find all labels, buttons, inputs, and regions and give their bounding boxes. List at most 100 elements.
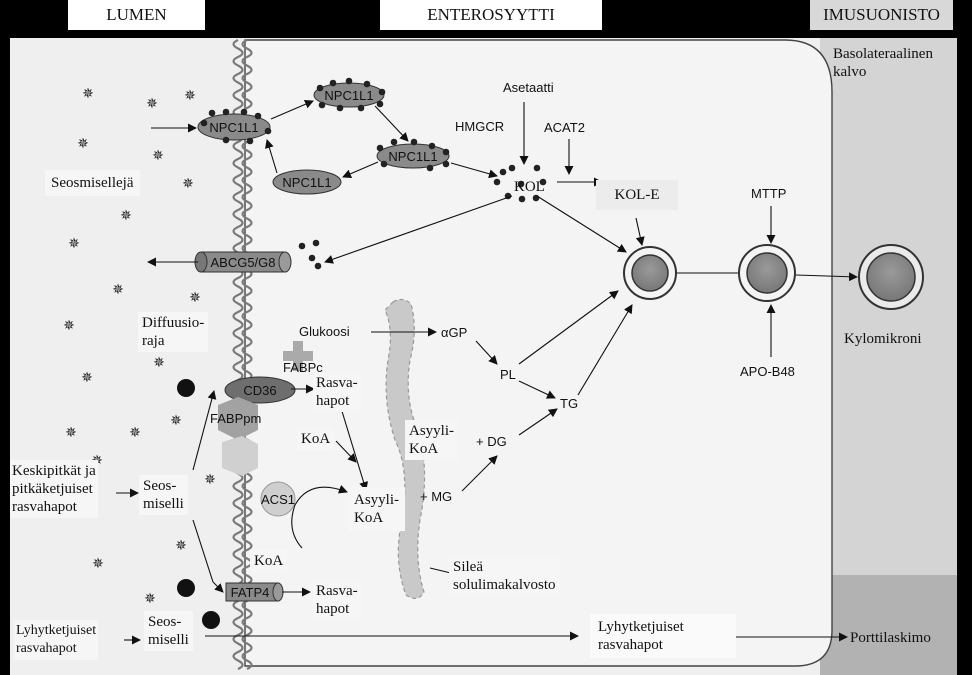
cholesterol-dot <box>318 101 326 109</box>
left-border <box>0 0 10 675</box>
arrow-fa-to-acylcoa <box>340 407 368 491</box>
line-micelle-to-b <box>192 519 214 583</box>
micelle-star: ✵ <box>65 425 77 441</box>
micelle-star: ✵ <box>204 472 216 488</box>
arrow-dg-to-tg <box>518 408 558 436</box>
abcg5-g8-label: ABCG5/G8 <box>210 255 275 270</box>
arrow-micelle-to-cd36 <box>192 390 217 471</box>
fatp4-label: FATP4 <box>231 585 270 600</box>
cholesterol-dot <box>442 148 450 156</box>
pl-label: PL <box>500 367 516 382</box>
cholesterol-dot <box>345 77 353 85</box>
micelle-star: ✵ <box>81 370 93 386</box>
fatp4-transporter: FATP4 <box>225 582 284 602</box>
enterocyte-header: ENTEROSYYTTI <box>380 0 602 30</box>
micelle-star: ✵ <box>63 318 75 334</box>
cholesterol-dot <box>312 239 320 247</box>
npc1l1-c: NPC1L1 <box>376 143 450 169</box>
arrow-npc-c-to-kol <box>450 162 498 179</box>
micelle-star: ✵ <box>68 236 80 252</box>
dg-label: + DG <box>476 434 507 449</box>
micelle-star: ✵ <box>175 538 187 554</box>
lipoprotein-particle-2 <box>738 244 796 302</box>
micelle-star: ✵ <box>144 591 156 607</box>
cholesterol-dot <box>378 88 386 96</box>
arrow-npc-d-to-a <box>265 139 278 174</box>
acetate-label: Asetaatti <box>503 80 554 95</box>
apical-membrane-outer <box>232 38 244 671</box>
svg-text:C: C <box>206 612 216 627</box>
cholesterol-dot <box>442 160 450 168</box>
arrow-pl-to-tg <box>518 380 556 399</box>
micelle-star: ✵ <box>189 290 201 306</box>
marker-b: B <box>177 579 195 597</box>
micelle-c-label: Seos-miselli <box>144 611 193 651</box>
cd36-label: CD36 <box>243 383 276 398</box>
acyl-coa-center-label: Asyyli-KoA <box>348 487 405 531</box>
svg-text:B: B <box>181 580 190 595</box>
acat2-label: ACAT2 <box>544 120 585 135</box>
micelle-star: ✵ <box>182 176 194 192</box>
micelle-star: ✵ <box>129 425 141 441</box>
portal-vein-label: Porttilaskimo <box>850 630 931 646</box>
arrow-npc-c-to-d <box>342 161 379 178</box>
cholesterol-dot <box>246 137 254 145</box>
fatty-acids-top-label: Rasva-hapot <box>313 372 361 412</box>
mg-label: + MG <box>420 489 452 504</box>
fatty-acids-bottom-label: Rasva-hapot <box>313 580 361 620</box>
cholesterol-dot <box>308 254 316 262</box>
mttp-label: MTTP <box>751 186 786 201</box>
npc1l1-c-label: NPC1L1 <box>388 149 437 164</box>
hexagon-decor <box>222 436 258 476</box>
hmgcr-label: HMGCR <box>455 119 504 134</box>
micelle-star: ✵ <box>152 148 164 164</box>
fabpc-label: FABPc <box>283 360 323 375</box>
npc1l1-d: NPC1L1 <box>272 169 342 195</box>
npc1l1-b: NPC1L1 <box>313 82 385 108</box>
arrow-npc-a-to-b <box>270 100 314 120</box>
cholesterol-dot <box>357 104 365 112</box>
lymph-region <box>820 38 957 675</box>
cholesterol-dot <box>517 180 525 188</box>
npc1l1-b-label: NPC1L1 <box>324 88 373 103</box>
npc1l1-a-label: NPC1L1 <box>209 120 258 135</box>
arrow-agp-to-pl <box>475 340 498 365</box>
lymph-header: IMUSUONISTO <box>810 0 953 30</box>
arrow-mg-to-dg <box>461 455 498 492</box>
micelle-star: ✵ <box>82 86 94 102</box>
cholesterol-label: KOL <box>514 179 545 195</box>
cholesterol-dot <box>314 262 322 270</box>
acs1-enzyme: ACS1 <box>260 481 296 517</box>
arrow-to-chylomicron <box>795 272 858 282</box>
coa-label-2: KoA <box>250 550 288 572</box>
cholesterol-dot <box>329 79 337 87</box>
cholesterol-dot <box>254 112 262 120</box>
npc1l1-a: NPC1L1 <box>197 113 271 141</box>
arrow-to-fatp4 <box>212 581 224 593</box>
arrows <box>116 100 858 645</box>
abcg5-g8-transporter: ABCG5/G8 <box>194 251 292 273</box>
micelle-star: ✵ <box>184 88 196 104</box>
lumen-header: LUMEN <box>68 0 205 30</box>
cd36-transporter: CD36 <box>224 376 296 404</box>
fabppm-label: FABPpm <box>210 411 261 426</box>
right-border <box>957 0 972 675</box>
cholesterol-dot <box>539 178 547 186</box>
arrow-kole-to-particle <box>635 217 645 246</box>
arrow-koa-to-acylcoa <box>335 440 357 463</box>
cholesterol-dot <box>493 178 501 186</box>
coa-label-1: KoA <box>297 428 335 450</box>
cholesteryl-ester-label: KOL-E <box>596 180 678 210</box>
cholesterol-dot <box>316 84 324 92</box>
micelle-a-label: Seos-miselli <box>139 475 188 515</box>
micelle-star: ✵ <box>120 208 132 224</box>
micelle-star: ✵ <box>146 96 158 112</box>
cholesterol-dot <box>426 164 434 172</box>
micelle-stars: ✵✵✵✵✵✵✵✵✵✵✵✵✵✵✵✵✵✵✵✵✵ <box>63 86 216 607</box>
glucose-label: Glukoosi <box>299 324 350 339</box>
cholesterol-dot <box>376 144 384 152</box>
